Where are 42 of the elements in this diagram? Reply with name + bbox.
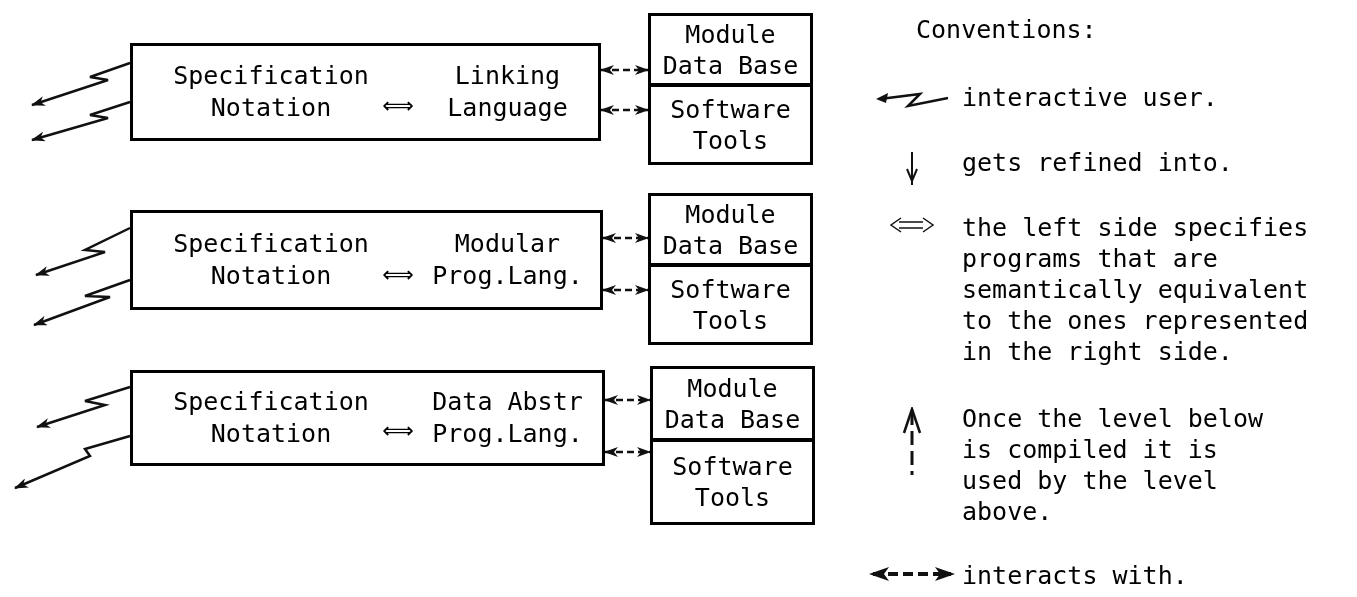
module-box	[648, 84, 813, 165]
level-box	[130, 43, 601, 141]
interaction-arrow	[604, 447, 651, 457]
node-text: Module Data Base	[661, 198, 800, 261]
level-box	[130, 210, 603, 310]
node-text: Specification Notation	[172, 386, 370, 450]
equivalence-symbol: ⟺	[381, 92, 415, 120]
node-text: Software Tools	[669, 93, 792, 156]
node-text: Module Data Base	[661, 18, 800, 81]
module-box	[650, 439, 815, 525]
node-text: Specification Notation	[172, 228, 370, 292]
user-arrow	[31, 100, 131, 142]
user-arrow	[14, 434, 131, 490]
interaction-arrow	[600, 105, 649, 115]
node-text: Module Data Base	[663, 372, 802, 435]
node-text: Data Abstr Prog.Lang.	[431, 386, 584, 450]
legend-text: the left side specifies programs that are semantically equivalent to the ones represented in the right side.	[962, 212, 1310, 367]
user-arrow	[33, 278, 131, 327]
equivalence-symbol: ⟺	[381, 417, 415, 445]
user-arrow	[35, 226, 131, 277]
node-text: Software Tools	[669, 273, 792, 336]
user-arrow	[36, 385, 131, 429]
user-arrow	[31, 61, 131, 107]
module-box	[648, 264, 813, 345]
legend-text: Once the level below is compiled it is used by the level above.	[962, 403, 1265, 527]
interaction-arrow	[602, 285, 649, 295]
module-box	[650, 366, 815, 441]
level-box	[130, 370, 605, 466]
module-box	[648, 193, 813, 266]
legend-title: Conventions:	[916, 14, 1097, 46]
node-text: Modular Prog.Lang.	[431, 228, 584, 292]
node-text: Software Tools	[671, 451, 794, 513]
legend-text: gets refined into.	[962, 147, 1234, 178]
legend-text: interactive user.	[962, 82, 1219, 113]
module-box	[648, 13, 813, 86]
equivalence-symbol: ⟺	[381, 261, 415, 289]
interaction-arrow	[604, 395, 651, 405]
interaction-arrow	[600, 65, 649, 75]
node-text: Specification Notation	[172, 60, 370, 124]
node-text: Linking Language	[446, 60, 569, 124]
interaction-arrow	[602, 233, 649, 243]
legend-text: interacts with.	[962, 560, 1189, 591]
